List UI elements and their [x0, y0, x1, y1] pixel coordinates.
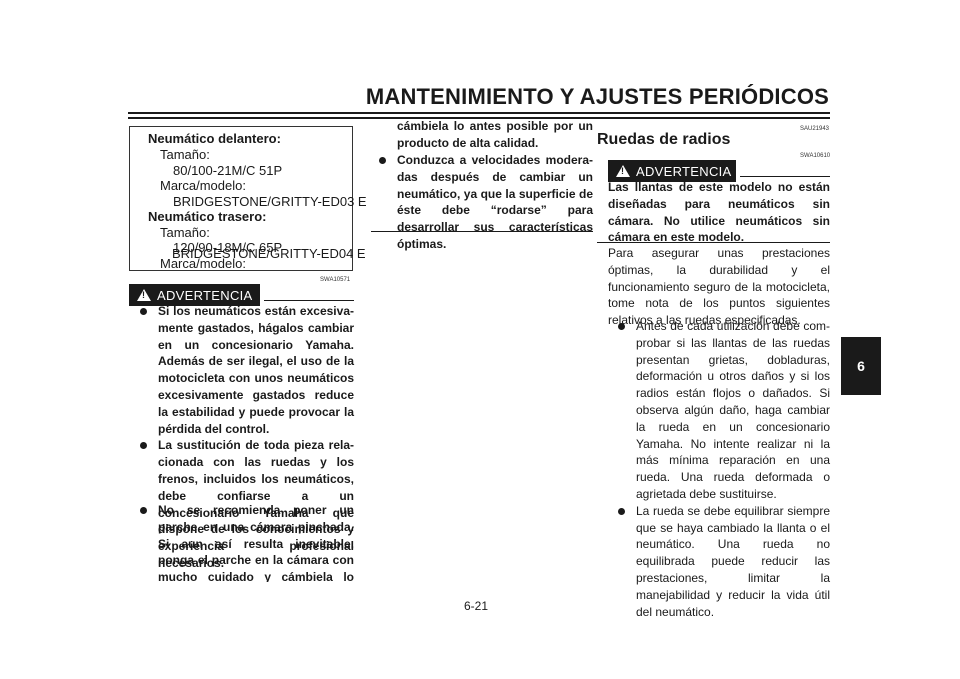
list-item: Antes de cada utilización debe com­proba… — [617, 318, 830, 503]
warning1-list-continued: No se recomienda poner un parche en una … — [139, 502, 354, 582]
list-item: Si los neumáticos están excesiva­mente g… — [139, 303, 354, 437]
list-item: La sustitución de toda pieza rela­cionad… — [139, 437, 354, 571]
front-brand-value: BRIDGESTONE/GRITTY-ED03 E — [173, 194, 367, 209]
front-tire-heading: Neumático delantero: — [148, 131, 281, 146]
list-item: No se recomienda poner un parche en una … — [139, 502, 354, 582]
warning1-end-rule — [371, 231, 593, 232]
section-code: SAU21943 — [800, 126, 830, 132]
header-rule-top — [128, 112, 830, 114]
page-header-title: MANTENIMIENTO Y AJUSTES PERIÓDICOS — [365, 84, 829, 109]
warning1-bullet3-tail: cámbiela lo antes posible por un product… — [397, 119, 593, 150]
warning2-code: SWA10610 — [800, 153, 831, 159]
tire-spec-box: Neumático delantero: Tamaño: 80/100-21M/… — [129, 126, 367, 271]
body-bullet-list: Antes de cada utilización debe com­proba… — [617, 318, 830, 620]
list-item: La rueda se debe equilibrar siempre que … — [617, 503, 830, 621]
warning1-badge: ! ADVERTENCIA — [129, 284, 260, 306]
rear-tire-heading: Neumático trasero: — [148, 209, 267, 224]
body-intro: Para asegurar unas prestaciones óptimas,… — [608, 246, 830, 328]
front-size-value: 80/100-21M/C 51P — [173, 163, 283, 178]
warning1-label: ADVERTENCIA — [157, 287, 253, 303]
warning2-rule — [740, 176, 830, 177]
chapter-tab-label: 6 — [857, 358, 865, 374]
rear-brand-value: BRIDGESTONE/GRITTY-ED04 E — [172, 246, 366, 261]
list-item: Conduzca a velocidades modera­das despué… — [378, 152, 593, 253]
warning2-label: ADVERTENCIA — [636, 163, 732, 179]
warning2-end-rule — [597, 242, 830, 243]
front-brand-label: Marca/modelo: — [160, 178, 246, 193]
warning1-code: SWA10571 — [320, 277, 351, 283]
section-title: Ruedas de radios — [597, 131, 731, 148]
page-number: 6-21 — [464, 599, 489, 613]
rear-size-value: 120/90-18M/C 65P — [173, 240, 283, 255]
warning1-list-col2: Conduzca a velocidades modera­das despué… — [378, 152, 593, 253]
warning2-text: Las llantas de este modelo no están di­s… — [608, 180, 830, 245]
rear-brand-label: Marca/modelo: — [160, 256, 246, 271]
rear-size-label: Tamaño: — [160, 225, 210, 240]
warning1-list: Si los neumáticos están excesiva­mente g… — [139, 303, 354, 572]
header-rule-bottom — [128, 117, 830, 119]
front-size-label: Tamaño: — [160, 147, 210, 162]
chapter-tab: 6 — [841, 337, 881, 395]
warning2-badge: ! ADVERTENCIA — [608, 160, 736, 182]
warning-triangle-icon: ! — [137, 289, 151, 301]
warning-triangle-icon: ! — [616, 165, 630, 177]
warning1-rule — [264, 300, 354, 301]
